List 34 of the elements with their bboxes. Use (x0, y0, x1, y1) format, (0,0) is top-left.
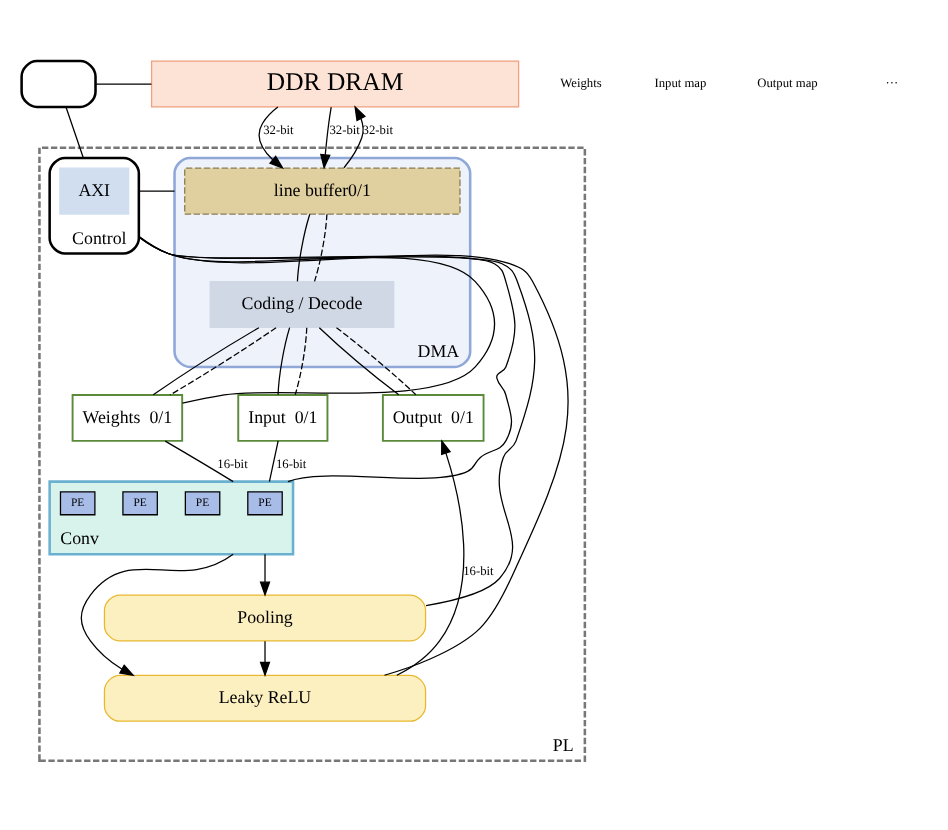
arrow (259, 552, 271, 596)
node-box: Output 0/1 (381, 393, 485, 441)
connector (296, 212, 311, 281)
connector (95, 82, 153, 84)
node-box (20, 58, 97, 108)
connector (169, 326, 277, 395)
connector (152, 326, 260, 395)
node-box: Pooling (103, 593, 427, 641)
connector (268, 439, 279, 482)
node-box: DDR DRAM (150, 59, 520, 107)
arrow (396, 438, 465, 675)
arrow (319, 105, 332, 169)
node-box: line buffer0/1 (184, 166, 461, 214)
connector (335, 326, 417, 395)
node-box: Coding / Decode (209, 279, 395, 328)
connector (164, 439, 234, 482)
connector (294, 326, 308, 395)
arrow (343, 104, 366, 168)
connector (138, 235, 516, 482)
connector (313, 212, 328, 281)
arrow (80, 552, 234, 676)
arrow (258, 105, 285, 169)
connector (138, 234, 495, 403)
node-box: AXI (59, 166, 130, 214)
connector (65, 105, 84, 158)
node-box: Input 0/1 (237, 393, 329, 441)
node-box: Weights 0/1 (71, 393, 184, 441)
connector (318, 326, 400, 395)
connector (138, 235, 536, 606)
arrow (259, 639, 271, 677)
connector (138, 235, 569, 675)
connector (138, 189, 176, 191)
node-box: Leaky ReLU (103, 673, 427, 721)
connector (277, 326, 291, 395)
